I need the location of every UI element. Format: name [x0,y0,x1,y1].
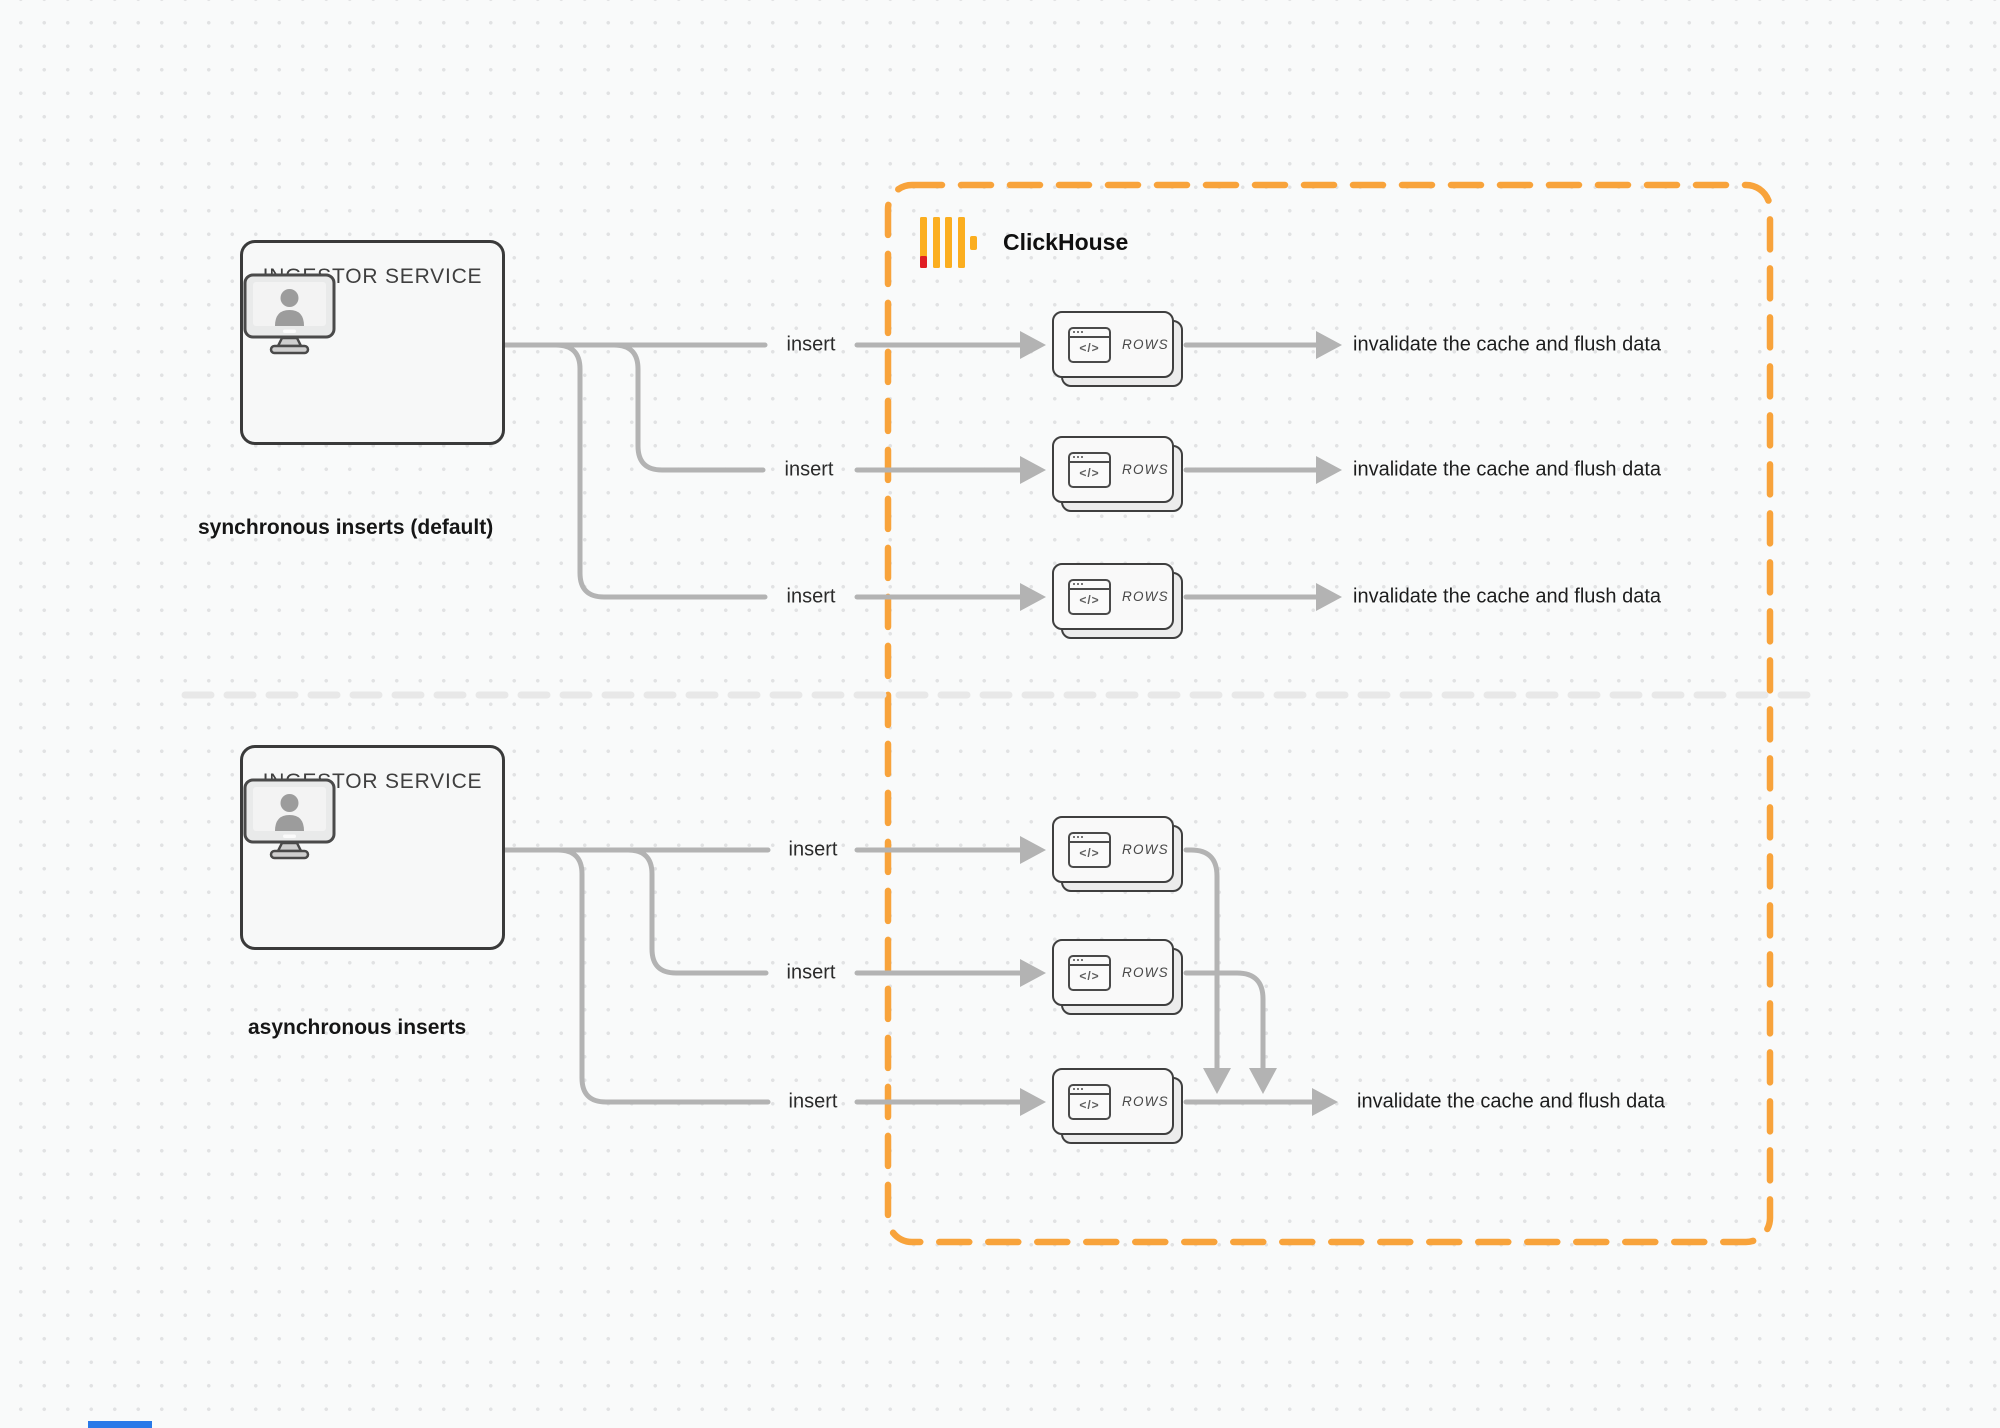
invalidate-label-async: invalidate the cache and flush data [1357,1090,1665,1113]
code-window-icon: </> [1068,451,1111,488]
caption-asynchronous: asynchronous inserts [248,1016,467,1039]
arrowhead-down-icon [1203,1068,1231,1094]
invalidate-label-sync-3: invalidate the cache and flush data [1353,585,1661,608]
insert-label-sync-1: insert [786,333,836,356]
rows-label: ROWS [1122,842,1169,857]
rows-card-async-2: </> ROWS [1052,939,1183,1015]
monitor-user-icon [243,273,336,355]
arrowhead-down-icon [1249,1068,1277,1094]
arrowhead-icon [1316,456,1342,484]
ingestor-service-box-sync: INGESTOR SERVICE [240,240,505,445]
arrowhead-icon [1316,583,1342,611]
caption-synchronous: synchronous inserts (default) [198,516,494,539]
code-window-icon: </> [1068,326,1111,363]
code-window-icon: </> [1068,1083,1111,1120]
arrowhead-icon [1020,456,1046,484]
bottom-scrollbar-fragment[interactable] [88,1421,152,1428]
insert-label-async-1: insert [788,838,838,861]
clickhouse-boundary [884,181,1774,1246]
arrowhead-icon [1020,583,1046,611]
arrowhead-icon [1020,836,1046,864]
rows-card-sync-1: </> ROWS [1052,311,1183,387]
ingestor-service-box-async: INGESTOR SERVICE [240,745,505,950]
rows-card-sync-2: </> ROWS [1052,436,1183,512]
async-branch-row3 [502,847,771,1105]
sync-branch-row3 [502,342,768,600]
rows-card-async-1: </> ROWS [1052,816,1183,892]
clickhouse-logo-icon [920,217,1120,268]
insert-label-sync-2: insert [784,458,834,481]
insert-label-async-2: insert [786,961,836,984]
rows-label: ROWS [1122,337,1169,352]
clickhouse-label: ClickHouse [1003,229,1129,255]
arrowhead-icon [1020,331,1046,359]
rows-label: ROWS [1122,1094,1169,1109]
async-merge-line-1 [1183,847,1220,1071]
async-branch-row2 [502,847,769,976]
insert-label-async-3: insert [788,1090,838,1113]
code-window-icon: </> [1068,831,1111,868]
rows-card-async-3: </> ROWS [1052,1068,1183,1144]
rows-label: ROWS [1122,462,1169,477]
rows-card-sync-3: </> ROWS [1052,563,1183,639]
monitor-user-icon [243,778,336,860]
rows-label: ROWS [1122,965,1169,980]
arrowhead-icon [1312,1088,1338,1116]
insert-label-sync-3: insert [786,585,836,608]
invalidate-label-sync-1: invalidate the cache and flush data [1353,333,1661,356]
arrowhead-icon [1020,1088,1046,1116]
arrowhead-icon [1020,959,1046,987]
code-window-icon: </> [1068,578,1111,615]
clickhouse-logo-red-pixel [920,256,927,268]
code-window-icon: </> [1068,954,1111,991]
invalidate-label-sync-2: invalidate the cache and flush data [1353,458,1661,481]
rows-label: ROWS [1122,589,1169,604]
sync-branch-row2 [502,342,766,473]
arrowhead-icon [1316,331,1342,359]
async-merge-line-2 [1183,970,1266,1071]
